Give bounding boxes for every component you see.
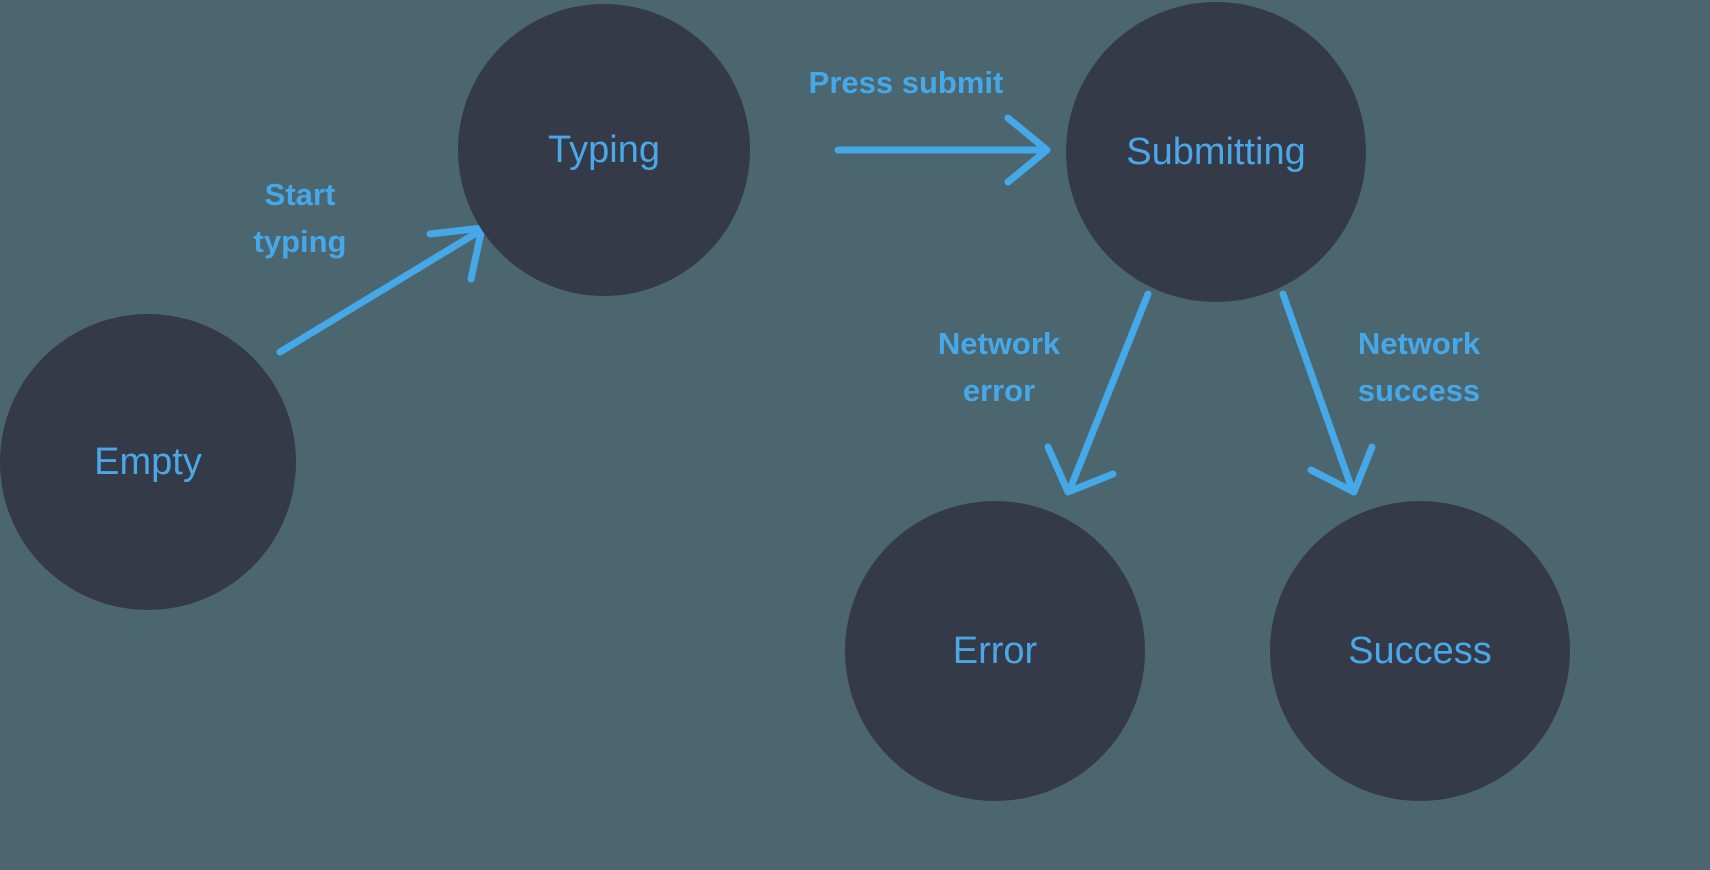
edge-typing-to-submitting-arrowhead [1004, 114, 1051, 186]
edge-submitting-to-error-arrowhead [1044, 443, 1117, 496]
edge-submitting-to-error [1044, 290, 1152, 496]
edge-label-network-error-line1: Network [938, 326, 1061, 361]
edge-label-network-error-line2: error [963, 373, 1035, 408]
node-error-circle[interactable] [845, 501, 1145, 801]
node-typing[interactable]: Typing [458, 4, 750, 296]
node-error-label: Error [953, 630, 1038, 672]
node-submitting-label: Submitting [1126, 131, 1306, 173]
edge-label-network-error: Network error [938, 326, 1061, 408]
edge-submitting-to-error-line [1066, 290, 1152, 493]
edge-empty-to-typing-line [276, 228, 482, 356]
node-empty-label: Empty [94, 441, 202, 483]
edge-label-press-submit: Press submit [809, 65, 1004, 100]
edge-submitting-to-success [1279, 290, 1376, 496]
edge-submitting-to-success-arrowhead [1307, 443, 1376, 496]
edge-label-network-success-line2: success [1358, 373, 1480, 408]
edge-label-press-submit-line1: Press submit [809, 65, 1004, 100]
node-submitting[interactable]: Submitting [1066, 2, 1366, 302]
edge-label-network-success: Network success [1358, 326, 1481, 408]
node-success-label: Success [1348, 630, 1492, 672]
edge-typing-to-submitting [834, 114, 1051, 186]
node-empty-circle[interactable] [0, 314, 296, 610]
node-submitting-circle[interactable] [1066, 2, 1366, 302]
node-empty[interactable]: Empty [0, 314, 296, 610]
node-typing-circle[interactable] [458, 4, 750, 296]
edge-label-start-typing-line2: typing [254, 224, 347, 259]
edge-label-start-typing-line1: Start [265, 177, 336, 212]
node-typing-label: Typing [548, 129, 660, 171]
edge-label-network-success-line1: Network [1358, 326, 1481, 361]
node-success[interactable]: Success [1270, 501, 1570, 801]
edge-submitting-to-success-line [1279, 290, 1356, 493]
node-success-circle[interactable] [1270, 501, 1570, 801]
edge-label-start-typing: Start typing [254, 177, 347, 259]
node-error[interactable]: Error [845, 501, 1145, 801]
